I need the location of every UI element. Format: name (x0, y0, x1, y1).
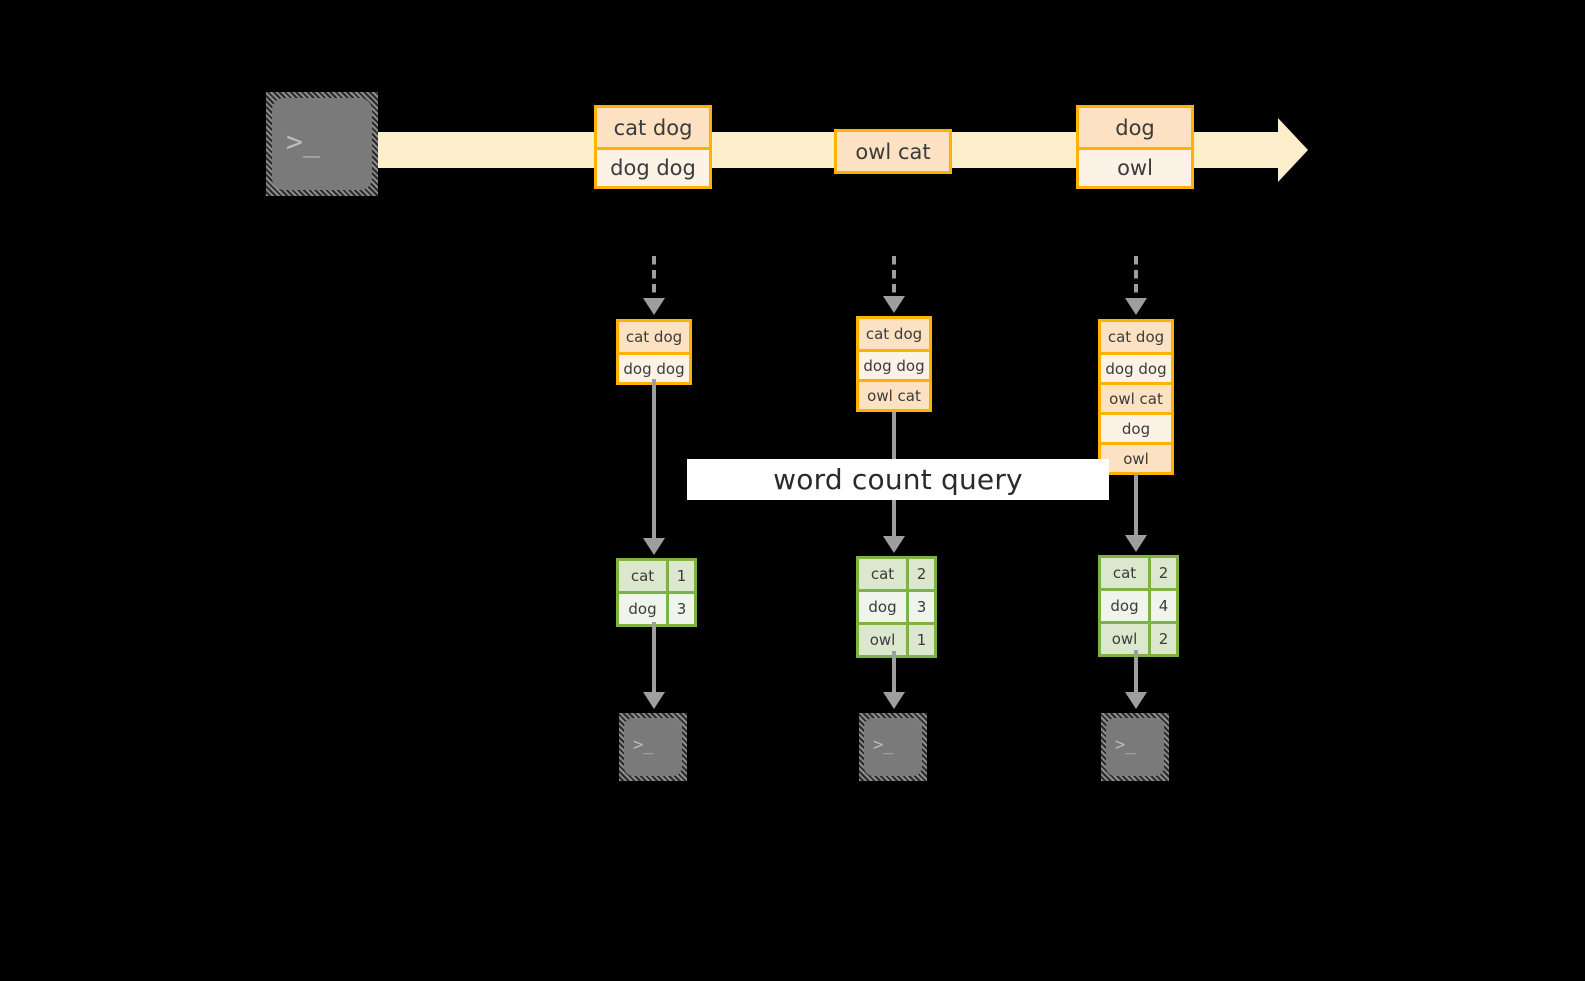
table-row: owl 2 (1101, 621, 1176, 654)
sink-terminal-icon-1[interactable]: >_ (619, 713, 687, 781)
terminal-screen: >_ (624, 718, 682, 776)
result-count: 1 (906, 625, 934, 655)
table-row: cat 2 (859, 559, 934, 589)
result-table-2[interactable]: cat 2 dog 3 owl 1 (856, 556, 937, 658)
table-row: owl 1 (859, 622, 934, 655)
stream-arrowhead-icon (1278, 118, 1308, 182)
stream-message-line: cat dog (597, 108, 709, 147)
result-table-1[interactable]: cat 1 dog 3 (616, 558, 697, 627)
snapshot-line: cat dog (859, 319, 929, 349)
sink-flow-arrowhead-2-icon (883, 692, 905, 709)
result-table-3[interactable]: cat 2 dog 4 owl 2 (1098, 555, 1179, 657)
sink-terminal-icon-3[interactable]: >_ (1101, 713, 1169, 781)
table-row: dog 3 (619, 591, 694, 624)
sink-flow-line-2 (892, 651, 896, 694)
terminal-prompt-glyph: >_ (1115, 735, 1136, 755)
result-word: owl (1101, 624, 1148, 654)
result-count: 1 (666, 561, 694, 591)
terminal-screen: >_ (864, 718, 922, 776)
snapshot-stack-2[interactable]: cat dog dog dog owl cat (856, 316, 932, 412)
snapshot-1-inflow-arrowhead-icon (643, 298, 665, 315)
terminal-screen: >_ (1106, 718, 1164, 776)
snapshot-3-inflow-arrowhead-icon (1125, 298, 1147, 315)
query-flow-arrowhead-3-icon (1125, 535, 1147, 552)
snapshot-line: dog dog (619, 352, 689, 382)
result-count: 3 (906, 592, 934, 622)
table-row: dog 4 (1101, 588, 1176, 621)
result-count: 2 (1148, 558, 1176, 588)
sink-terminal-icon-2[interactable]: >_ (859, 713, 927, 781)
snapshot-2-inflow-line (892, 256, 896, 298)
snapshot-3-inflow-line (1134, 256, 1138, 300)
sink-flow-line-3 (1134, 650, 1138, 694)
stream-message-line: dog dog (597, 147, 709, 186)
result-word: cat (859, 559, 906, 589)
result-count: 2 (906, 559, 934, 589)
result-word: dog (619, 594, 666, 624)
source-terminal-icon[interactable]: >_ (266, 92, 378, 196)
result-count: 4 (1148, 591, 1176, 621)
query-flow-line-1 (652, 379, 656, 540)
sink-flow-arrowhead-1-icon (643, 692, 665, 709)
stream-message-2[interactable]: owl cat (834, 129, 952, 174)
snapshot-line: owl cat (859, 379, 929, 409)
terminal-prompt-glyph: >_ (633, 735, 654, 755)
result-count: 3 (666, 594, 694, 624)
table-row: cat 1 (619, 561, 694, 591)
snapshot-1-inflow-line (652, 256, 656, 300)
snapshot-line: dog dog (859, 349, 929, 379)
sink-flow-line-1 (652, 622, 656, 694)
table-row: cat 2 (1101, 558, 1176, 588)
query-flow-line-3 (1134, 474, 1138, 537)
table-row: dog 3 (859, 589, 934, 622)
terminal-prompt-glyph: >_ (286, 125, 320, 158)
stream-message-line: dog (1079, 108, 1191, 147)
snapshot-line: cat dog (1101, 322, 1171, 352)
snapshot-stack-3[interactable]: cat dog dog dog owl cat dog owl (1098, 319, 1174, 475)
snapshot-line: dog (1101, 412, 1171, 442)
snapshot-line: dog dog (1101, 352, 1171, 382)
snapshot-2-inflow-arrowhead-icon (883, 296, 905, 313)
snapshot-line: owl cat (1101, 382, 1171, 412)
snapshot-line: owl (1101, 442, 1171, 472)
stream-message-line: owl (1079, 147, 1191, 186)
query-label: word count query (687, 459, 1109, 500)
terminal-screen: >_ (272, 98, 372, 190)
stream-message-1[interactable]: cat dog dog dog (594, 105, 712, 189)
query-flow-arrowhead-2-icon (883, 536, 905, 553)
sink-flow-arrowhead-3-icon (1125, 692, 1147, 709)
query-label-text: word count query (773, 463, 1023, 496)
stream-message-3[interactable]: dog owl (1076, 105, 1194, 189)
result-word: dog (859, 592, 906, 622)
snapshot-stack-1[interactable]: cat dog dog dog (616, 319, 692, 385)
query-flow-arrowhead-1-icon (643, 538, 665, 555)
result-word: owl (859, 625, 906, 655)
terminal-prompt-glyph: >_ (873, 735, 894, 755)
result-word: cat (1101, 558, 1148, 588)
snapshot-line: cat dog (619, 322, 689, 352)
result-word: cat (619, 561, 666, 591)
stream-message-line: owl cat (837, 132, 949, 171)
result-word: dog (1101, 591, 1148, 621)
result-count: 2 (1148, 624, 1176, 654)
